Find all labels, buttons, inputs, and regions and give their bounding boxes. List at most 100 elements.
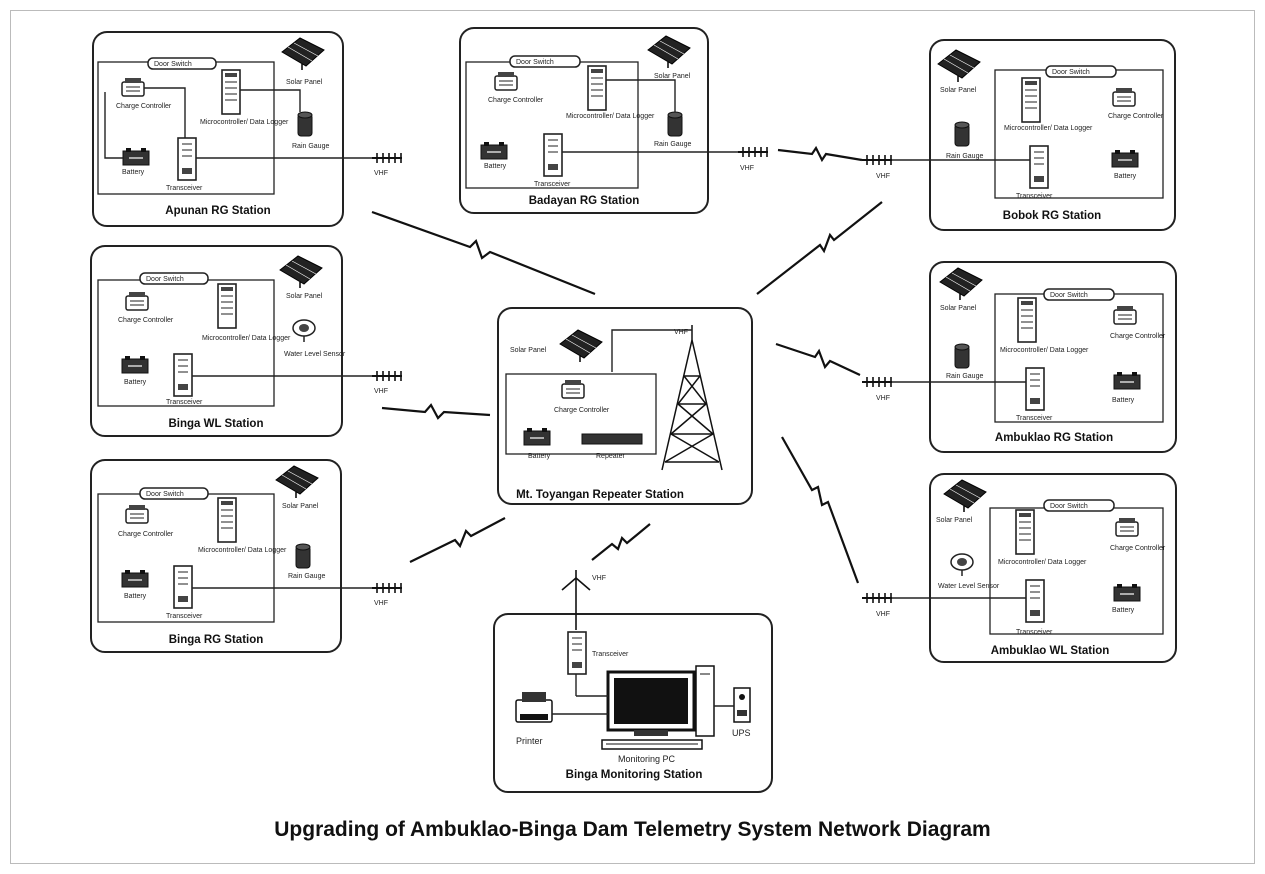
station-title: Mt. Toyangan Repeater Station — [516, 489, 684, 501]
solar-panel-label: Solar Panel — [940, 87, 977, 94]
battery-label: Battery — [122, 169, 145, 176]
link-monitoring — [591, 523, 651, 561]
vhf-label: VHF — [374, 388, 388, 395]
door-switch-label: Door Switch — [1052, 69, 1090, 76]
solar-panel-label: Solar Panel — [940, 305, 977, 312]
water-level-sensor-label: Water Level Sensor — [284, 351, 346, 358]
station-title: Ambuklao RG Station — [995, 432, 1113, 444]
door-switch-label: Door Switch — [1050, 503, 1088, 510]
ups-label: UPS — [732, 728, 751, 738]
microcontroller-label: Microcontroller/ Data Logger — [198, 547, 287, 554]
station-repeater: Solar Panel Charge Controller Battery Re… — [497, 307, 753, 505]
station-badayan: Door Switch Solar Panel Charge Controlle… — [459, 27, 769, 214]
door-switch-label: Door Switch — [146, 276, 184, 283]
rain-gauge-label: Rain Gauge — [946, 153, 983, 160]
solar-panel-label: Solar Panel — [282, 503, 319, 510]
station-bobok: Door Switch Solar Panel Charge Controlle… — [861, 39, 1176, 231]
door-switch-label: Door Switch — [154, 61, 192, 68]
rain-gauge-label: Rain Gauge — [292, 143, 329, 150]
vhf-label: VHF — [674, 329, 688, 336]
tower-icon — [661, 325, 723, 471]
rain-gauge-label: Rain Gauge — [946, 373, 983, 380]
repeater-device — [581, 433, 643, 445]
station-title: Bobok RG Station — [1003, 210, 1101, 222]
vhf-label: VHF — [876, 173, 890, 180]
water-level-sensor-label: Water Level Sensor — [938, 583, 1000, 590]
microcontroller-label: Microcontroller/ Data Logger — [1000, 347, 1089, 354]
charge-controller-label: Charge Controller — [554, 407, 610, 414]
battery-label: Battery — [1114, 173, 1137, 180]
monitoring-pc-label: Monitoring PC — [618, 754, 676, 764]
link-binga-rg — [409, 517, 506, 563]
station-ambuklao-rg: Door Switch Solar Panel Charge Controlle… — [861, 261, 1177, 453]
solar-panel-label: Solar Panel — [286, 79, 323, 86]
transceiver-label: Transceiver — [166, 613, 203, 620]
transceiver-label: Transceiver — [1016, 415, 1053, 422]
station-title: Ambuklao WL Station — [991, 645, 1110, 657]
microcontroller-label: Microcontroller/ Data Logger — [566, 113, 655, 120]
station-title: Binga WL Station — [169, 418, 264, 430]
battery-label: Battery — [528, 453, 551, 460]
door-switch-label: Door Switch — [146, 491, 184, 498]
vhf-label: VHF — [876, 611, 890, 618]
station-ambuklao-wl: Door Switch Solar Panel Charge Controlle… — [861, 473, 1177, 663]
charge-controller-label: Charge Controller — [1110, 333, 1166, 340]
solar-panel-label: Solar Panel — [936, 517, 973, 524]
battery-label: Battery — [1112, 397, 1135, 404]
vhf-label: VHF — [374, 170, 388, 177]
vhf-label: VHF — [740, 165, 754, 172]
antenna-icon — [561, 570, 591, 630]
diagram-frame — [10, 10, 1255, 864]
wireless-links — [371, 145, 883, 584]
transceiver-label: Transceiver — [1016, 193, 1053, 200]
link-ambuklao-rg — [775, 342, 861, 376]
link-bobok — [756, 201, 883, 295]
vhf-label: VHF — [374, 600, 388, 607]
transceiver-label: Transceiver — [166, 185, 203, 192]
charge-controller-label: Charge Controller — [1110, 545, 1166, 552]
link-binga-wl — [381, 403, 491, 420]
link-apunan — [371, 210, 596, 296]
station-title: Binga RG Station — [169, 634, 264, 646]
microcontroller-label: Microcontroller/ Data Logger — [1004, 125, 1093, 132]
battery-label: Battery — [1112, 607, 1135, 614]
battery-label: Battery — [484, 163, 507, 170]
solar-panel-label: Solar Panel — [510, 347, 547, 354]
link-ambuklao-wl — [781, 436, 860, 584]
microcontroller-label: Microcontroller/ Data Logger — [200, 119, 289, 126]
vhf-label: VHF — [592, 575, 606, 582]
station-apunan: Door Switch Solar Panel Charge Controlle… — [92, 31, 403, 227]
charge-controller-label: Charge Controller — [118, 317, 174, 324]
printer-label: Printer — [516, 736, 543, 746]
door-switch-label: Door Switch — [1050, 292, 1088, 299]
station-title: Badayan RG Station — [529, 195, 640, 207]
station-binga-wl: Door Switch Solar Panel Charge Controlle… — [90, 245, 403, 437]
microcontroller-label: Microcontroller/ Data Logger — [202, 335, 291, 342]
charge-controller-label: Charge Controller — [488, 97, 544, 104]
ups-icon — [733, 687, 751, 723]
station-title: Binga Monitoring Station — [566, 769, 703, 781]
repeater-label: Repeater — [596, 453, 625, 460]
diagram-caption: Upgrading of Ambuklao-Binga Dam Telemetr… — [274, 818, 991, 841]
station-title: Apunan RG Station — [165, 205, 270, 217]
microcontroller-label: Microcontroller/ Data Logger — [998, 559, 1087, 566]
transceiver-label: Transceiver — [592, 651, 629, 658]
rain-gauge-label: Rain Gauge — [654, 141, 691, 148]
station-monitoring: VHF Transceiver Printer UPS — [493, 570, 773, 793]
solar-panel-label: Solar Panel — [286, 293, 323, 300]
battery-label: Battery — [124, 593, 147, 600]
charge-controller-label: Charge Controller — [118, 531, 174, 538]
solar-panel-label: Solar Panel — [654, 73, 691, 80]
link-badayan-bobok — [777, 145, 863, 163]
transceiver-label: Transceiver — [166, 399, 203, 406]
vhf-label: VHF — [876, 395, 890, 402]
transceiver-label: Transceiver — [534, 181, 571, 188]
monitoring-pc-icon — [601, 665, 715, 750]
rain-gauge-label: Rain Gauge — [288, 573, 325, 580]
printer-icon — [515, 692, 553, 723]
transceiver-label: Transceiver — [1016, 629, 1053, 636]
charge-controller-label: Charge Controller — [116, 103, 172, 110]
battery-label: Battery — [124, 379, 147, 386]
door-switch-label: Door Switch — [516, 59, 554, 66]
